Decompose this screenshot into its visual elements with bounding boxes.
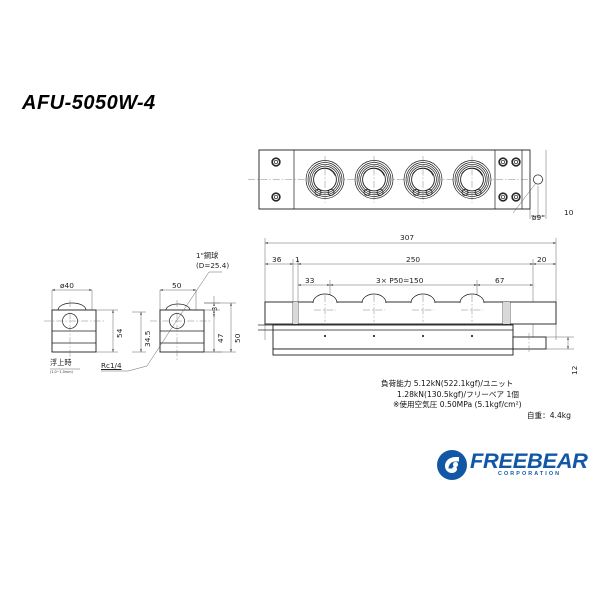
float-state-sublabel: (1.0~1.5mm)	[50, 370, 73, 374]
specification-block: 負荷能力 5.12kN(522.1kgf)/ユニット 1.28kN(130.5k…	[381, 379, 581, 421]
spec-load-capacity-ball: 1.28kN(130.5kgf)/フリーベア 1個	[397, 389, 519, 399]
ball-dome	[312, 293, 485, 322]
dim-height-50: 50	[233, 333, 242, 343]
left-side-view	[44, 289, 118, 370]
freebear-wordmark: FREEBEAR	[470, 450, 588, 473]
dim-width-50: 50	[172, 281, 182, 290]
spec-air-pressure: ※使用空気圧 0.50MPa (5.1kgf/cm²)	[393, 400, 522, 410]
spec-load-capacity-unit: 負荷能力 5.12kN(522.1kgf)/ユニット	[381, 379, 514, 388]
float-state-label: 浮上時	[50, 358, 72, 367]
bolt-hole	[271, 157, 281, 202]
steel-ball-callout: 1"鋼球	[196, 251, 219, 260]
top-view	[248, 149, 547, 219]
dim-height-47: 47	[216, 333, 225, 343]
spec-weight: 自重：4.4kg	[526, 410, 571, 420]
dim-last-67: 67	[495, 276, 505, 285]
freebear-logo: FREEBEAR CORPORATION	[436, 448, 588, 484]
dim-pitch-chain: 3× P50=150	[376, 276, 424, 285]
dim-right-20: 20	[537, 255, 547, 264]
dim-one: 1	[295, 255, 300, 264]
hole-dia9-callout	[512, 150, 547, 219]
dim-inner-250: 250	[406, 255, 421, 264]
page-title: AFU-5050W-4	[22, 92, 156, 114]
freebear-mark-icon	[437, 450, 467, 480]
dim-flange-dia40: ø40	[60, 281, 74, 290]
dim-first-33: 33	[305, 276, 315, 285]
dim-thickness-12: 12	[570, 365, 579, 375]
mid-side-view	[101, 271, 236, 372]
freebear-corporation-text: CORPORATION	[498, 471, 562, 477]
dim-left-36: 36	[272, 255, 282, 264]
front-view	[258, 293, 574, 356]
ball-unit	[305, 156, 492, 203]
bolt-hole	[498, 157, 521, 202]
port-rc14-label: Rc1/4	[101, 361, 122, 370]
dim-gap-3: 3	[211, 306, 219, 311]
dim-height-54: 54	[115, 328, 124, 338]
dim-hole-dia9: ø9	[532, 213, 542, 222]
steel-ball-callout-sub: (D=25.4)	[196, 261, 230, 270]
dim-overall-307: 307	[400, 233, 415, 242]
dim-height-34-5: 34.5	[143, 330, 152, 347]
dim-edge-10: 10	[564, 208, 574, 217]
